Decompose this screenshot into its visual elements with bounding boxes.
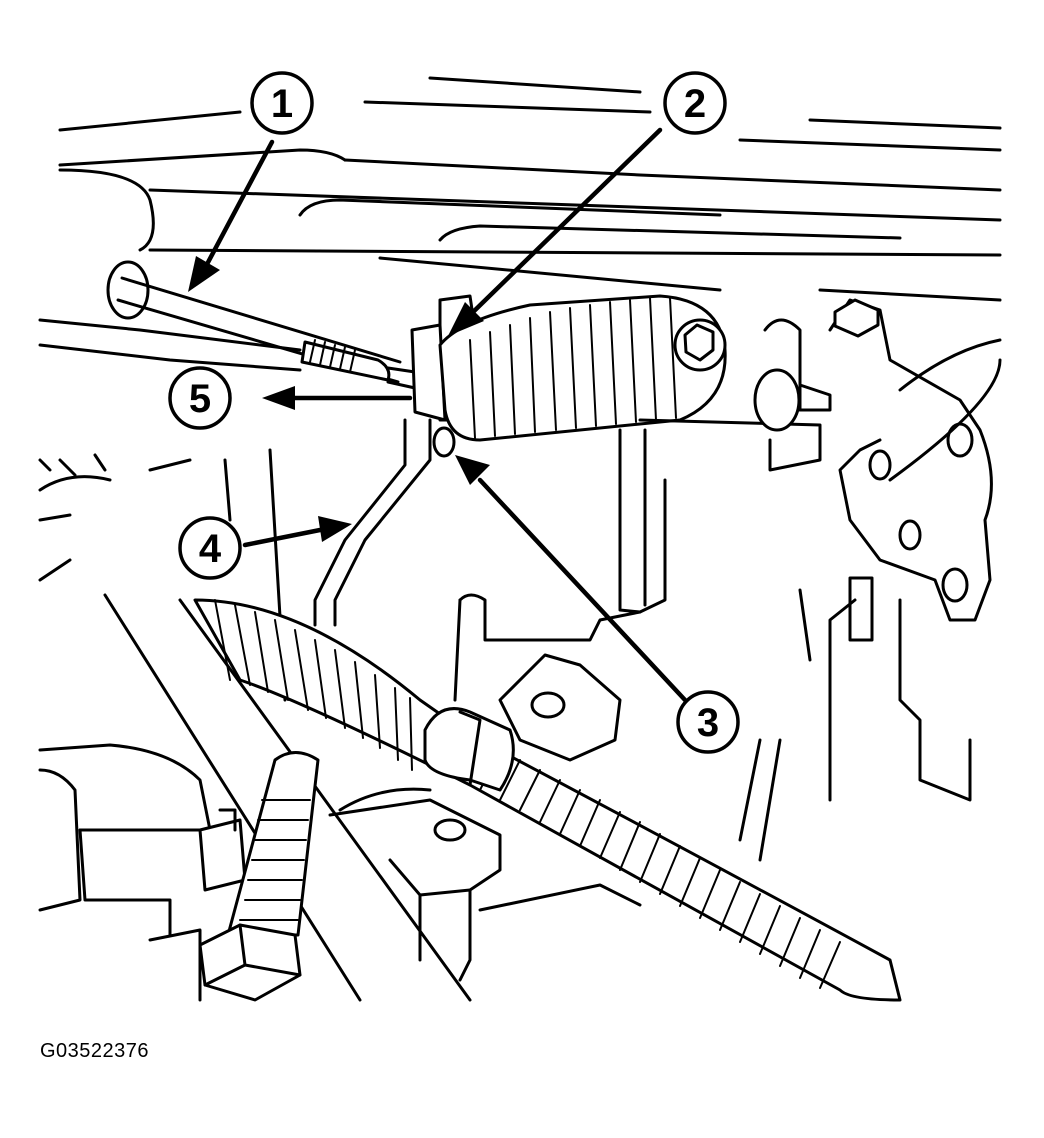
threaded-stud [198,751,320,1002]
leader-3 [477,477,688,703]
arrowhead-4 [318,516,352,542]
callout-4-label: 4 [199,527,222,571]
mounting-bracket [313,318,832,702]
parking-brake-cable [106,260,417,390]
callout-2: 2 [663,71,727,135]
callout-4: 4 [178,516,242,580]
callout-1-label: 1 [271,82,293,126]
wiring-harness [193,598,902,1002]
leader-2 [467,127,663,318]
lower-components [38,743,642,1002]
leader-1 [202,139,275,271]
harness-bracket [498,653,622,762]
arrowhead-2 [448,302,484,336]
callout-5: 5 [168,366,232,430]
callout-3: 3 [676,690,740,754]
callout-5-label: 5 [189,377,211,421]
callout-3-label: 3 [697,701,719,745]
body-panel-lines [38,76,1002,372]
figure-code: G03522376 [40,1040,150,1062]
retaining-pin [432,426,456,458]
cable-boot [410,294,727,442]
callout-leaders [188,127,688,703]
callout-2-label: 2 [684,82,706,126]
arrowhead-1 [188,256,220,292]
callout-1: 1 [250,71,314,135]
side-plate [738,298,1002,862]
arrowhead-3 [455,455,490,485]
leader-4 [242,527,323,548]
arrowhead-5 [262,386,295,410]
callouts: 1 2 3 4 5 [168,71,740,754]
